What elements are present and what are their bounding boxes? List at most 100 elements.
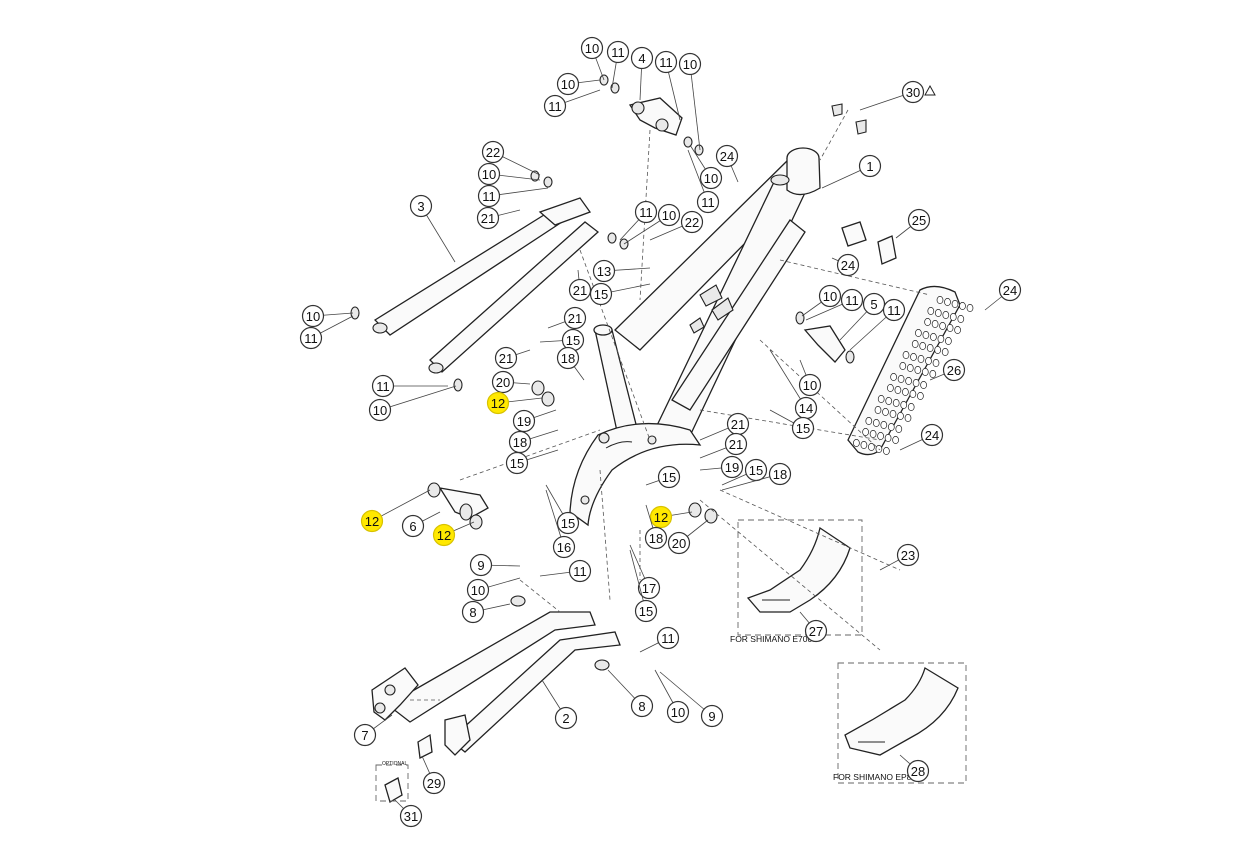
callout-number: 10: [471, 583, 485, 598]
callout-circle: [491, 370, 515, 394]
mesh-cell: [883, 447, 890, 455]
callout-26: 26: [929, 358, 966, 382]
callout-12-highlighted: 12: [432, 521, 475, 547]
callout-circle: [696, 190, 720, 214]
rocker-link: [599, 74, 704, 156]
callout-circle: [715, 144, 739, 168]
callout-number: 19: [517, 414, 531, 429]
mesh-cell: [882, 408, 889, 416]
callout-circle: [700, 704, 724, 728]
mesh-cell: [924, 318, 931, 326]
callout-circle: [724, 432, 748, 456]
callout-15: 15: [539, 328, 585, 352]
callout-number: 11: [845, 293, 859, 308]
callout-10: 10: [466, 577, 521, 602]
callout-circle: [512, 409, 536, 433]
callout-11: 11: [654, 50, 681, 121]
callout-number: 12: [437, 528, 451, 543]
mesh-cell: [869, 430, 877, 438]
callout-number: 19: [725, 460, 739, 475]
callout-11: 11: [371, 374, 448, 398]
callout-number: 10: [306, 309, 320, 324]
callout-number: 14: [799, 401, 813, 416]
callout-20: 20: [667, 519, 709, 555]
mesh-cell: [884, 434, 892, 442]
callout-number: 6: [409, 519, 416, 534]
callout-circle: [353, 723, 377, 747]
callout-22: 22: [649, 210, 704, 241]
callout-number: 11: [548, 99, 562, 114]
callout-10: 10: [556, 72, 601, 96]
motor-link: [795, 311, 855, 364]
mesh-cell: [929, 370, 937, 378]
callout-circle: [907, 208, 931, 232]
callout-circle: [466, 578, 490, 602]
mesh-cell: [926, 344, 934, 352]
callout-21: 21: [547, 306, 587, 330]
seat-stay: [350, 170, 629, 392]
callout-12-highlighted: 12: [360, 489, 431, 533]
callout-circle: [654, 50, 678, 74]
callout-number: 15: [510, 456, 524, 471]
leader-line: [379, 385, 457, 411]
callout-circle: [422, 771, 446, 795]
mesh-cell: [872, 419, 880, 427]
callout-9: 9: [659, 671, 724, 728]
callout-circle: [486, 391, 510, 415]
callout-number: 11: [661, 631, 675, 646]
callout-circle: [409, 194, 433, 218]
callout-9: 9: [469, 553, 521, 577]
callout-circle: [477, 162, 501, 186]
callout-number: 8: [469, 605, 476, 620]
callout-21: 21: [476, 206, 521, 230]
mesh-cell: [942, 311, 950, 319]
callout-number: 4: [638, 51, 645, 66]
callout-15: 15: [545, 484, 580, 535]
callout-15: 15: [769, 409, 815, 440]
mesh-cell: [894, 386, 902, 394]
callout-number: 22: [486, 145, 500, 160]
mesh-cell: [917, 355, 925, 363]
callout-20: 20: [491, 370, 531, 394]
callout-4: 4: [630, 46, 654, 101]
mesh-cell: [887, 384, 894, 392]
callout-number: 21: [573, 283, 587, 298]
callout-circle: [649, 505, 673, 529]
callout-number: 11: [482, 189, 496, 204]
mesh-cell: [905, 377, 912, 385]
callout-circle: [399, 804, 423, 828]
callout-circle: [656, 626, 680, 650]
mesh-cell: [915, 329, 922, 337]
callout-15: 15: [505, 449, 559, 475]
mesh-cell: [921, 368, 929, 376]
callout-7: 7: [353, 714, 393, 747]
callout-24: 24: [831, 253, 860, 277]
mesh-cell: [932, 359, 940, 367]
mesh-cell: [951, 300, 959, 308]
mesh-cell: [925, 357, 932, 365]
cable-guide: [831, 103, 897, 265]
callout-number: 10: [561, 77, 575, 92]
callout-circle: [606, 40, 630, 64]
callout-circle: [657, 203, 681, 227]
callout-circle: [791, 416, 815, 440]
callout-circle: [657, 465, 681, 489]
motor-cover-e7000: [737, 519, 863, 636]
callout-10: 10: [801, 284, 842, 317]
callout-21: 21: [568, 269, 592, 302]
callout-18: 18: [508, 429, 559, 454]
callout-circle: [568, 559, 592, 583]
mesh-cell: [912, 379, 920, 387]
warning-icon: [924, 84, 936, 96]
callout-16: 16: [545, 489, 576, 559]
callout-number: 7: [361, 728, 368, 743]
callout-23: 23: [879, 543, 920, 571]
callout-circle: [818, 284, 842, 308]
callout-11: 11: [477, 184, 549, 208]
mesh-cell: [934, 346, 942, 354]
callout-number: 2: [562, 711, 569, 726]
callout-number: 10: [803, 378, 817, 393]
mesh-cell: [897, 375, 905, 383]
callout-circle: [494, 346, 518, 370]
callout-8: 8: [461, 600, 511, 624]
